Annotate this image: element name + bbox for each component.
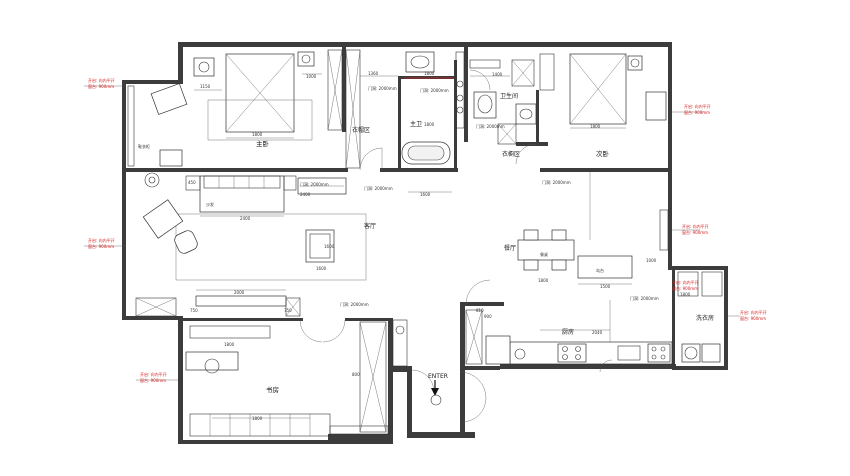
door-tag-8: 门洞: 2000mm xyxy=(420,87,449,93)
door-tag-7: 门洞: 2000mm xyxy=(300,181,329,187)
window-notes: 开启: 向内平开 窗台: 900mm 开启: 向内平开 窗台: 900mm 开启… xyxy=(88,77,767,383)
window-note-1-sill: 窗台: 900mm xyxy=(88,83,114,89)
walls xyxy=(122,42,728,444)
dim-12: 1600 xyxy=(324,244,335,249)
dim-5: 1800 xyxy=(424,71,435,76)
room-labels: 主卧 衣帽区 主卫 1800 卫生间 衣橱区 次卧 客厅 沙发 餐厅 餐桌 岛台… xyxy=(138,92,714,394)
dim-4: 1360 xyxy=(368,71,379,76)
dim-1: 1150 xyxy=(200,84,211,89)
window-note-2-sill: 窗台: 900mm xyxy=(88,243,114,249)
label-master-bath-dim: 1800 xyxy=(424,122,435,127)
dim-2: 1800 xyxy=(252,132,263,137)
dim-6: 1400 xyxy=(492,72,503,77)
dim-23: 800 xyxy=(352,372,360,377)
dim-26: 1800 xyxy=(680,292,691,297)
label-study: 书房 xyxy=(266,385,279,394)
label-island: 岛台 xyxy=(596,267,604,273)
label-dining-table: 餐桌 xyxy=(540,251,548,257)
dim-3: 1000 xyxy=(306,74,317,79)
dim-14: 1600 xyxy=(420,192,431,197)
label-master-bedroom: 主卧 xyxy=(256,139,270,148)
label-bathroom: 卫生间 xyxy=(500,92,518,100)
window-note-1-open: 开启: 向内平开 xyxy=(88,77,115,83)
dim-19: 900 xyxy=(484,314,492,319)
door-tag-5: 门洞: 2000mm xyxy=(340,301,369,307)
dim-8: 450 xyxy=(188,180,196,185)
doors xyxy=(299,69,613,423)
dim-16: 1000 xyxy=(646,258,657,263)
window-note-6-open: 开启: 向内平开 xyxy=(740,309,767,315)
dimension-numbers: 1150 1800 1000 1360 1800 1400 1800 450 2… xyxy=(188,71,691,421)
window-note-5-sill: 窗台: 900mm xyxy=(682,229,708,235)
dim-15: 1500 xyxy=(600,284,611,289)
window-note-6-sill: 窗台: 900mm xyxy=(740,315,766,321)
dim-21: 1800 xyxy=(252,416,263,421)
window-note-7-open: 开启: 向内平开 xyxy=(672,279,699,285)
label-kitchen: 厨房 xyxy=(562,328,574,336)
label-shoe-cabinet: 鞋衣柜 xyxy=(138,143,150,149)
window-note-2-open: 开启: 向内平开 xyxy=(88,237,115,243)
door-tag-6: 门洞: 2000mm xyxy=(630,295,659,301)
label-dining-room: 餐厅 xyxy=(504,244,516,252)
door-tag-1: 门洞: 2000mm xyxy=(368,85,397,91)
door-tags: 门洞: 2000mm 门洞: 2000mm 门洞: 2000mm 门洞: 200… xyxy=(300,85,659,307)
window-note-4-sill: 窗台: 900mm xyxy=(684,109,710,115)
dimension-lines xyxy=(84,73,740,419)
dim-7: 1800 xyxy=(590,124,601,129)
door-tag-3: 门洞: 2000mm xyxy=(542,179,571,185)
label-entrance: ENTER xyxy=(428,373,448,380)
label-second-bedroom: 次卧 xyxy=(596,149,610,158)
label-master-bath: 主卫 xyxy=(410,120,422,128)
dim-9: 2400 xyxy=(240,216,251,221)
dim-17: 1800 xyxy=(538,278,549,283)
door-tag-4: 门洞: 2000mm xyxy=(364,185,393,191)
window-note-5-open: 开启: 向内平开 xyxy=(682,223,709,229)
dim-20: 750 xyxy=(190,308,198,313)
door-tag-2: 门洞: 2000mm xyxy=(476,123,505,129)
furniture xyxy=(127,49,723,437)
dim-10: 2400 xyxy=(300,192,311,197)
dim-22: 1800 xyxy=(224,342,235,347)
label-walkin-closet: 衣帽区 xyxy=(352,126,370,134)
window-note-7-sill: 窗台: 900mm xyxy=(672,285,698,291)
dim-25: 750 xyxy=(284,308,292,313)
dim-13: 1600 xyxy=(316,266,327,271)
label-wardrobe-area: 衣橱区 xyxy=(502,150,520,158)
dim-18: 2040 xyxy=(592,330,603,335)
label-laundry: 洗衣房 xyxy=(696,314,714,322)
window-note-3-open: 开启: 向内平开 xyxy=(140,371,167,377)
dim-11: 2000 xyxy=(234,290,245,295)
window-note-4-open: 开启: 向内平开 xyxy=(684,103,711,109)
label-living-room: 客厅 xyxy=(364,222,376,230)
label-sofa: 沙发 xyxy=(206,201,214,207)
window-note-3-sill: 窗台: 900mm xyxy=(140,377,166,383)
dim-24: 810 xyxy=(476,308,484,313)
